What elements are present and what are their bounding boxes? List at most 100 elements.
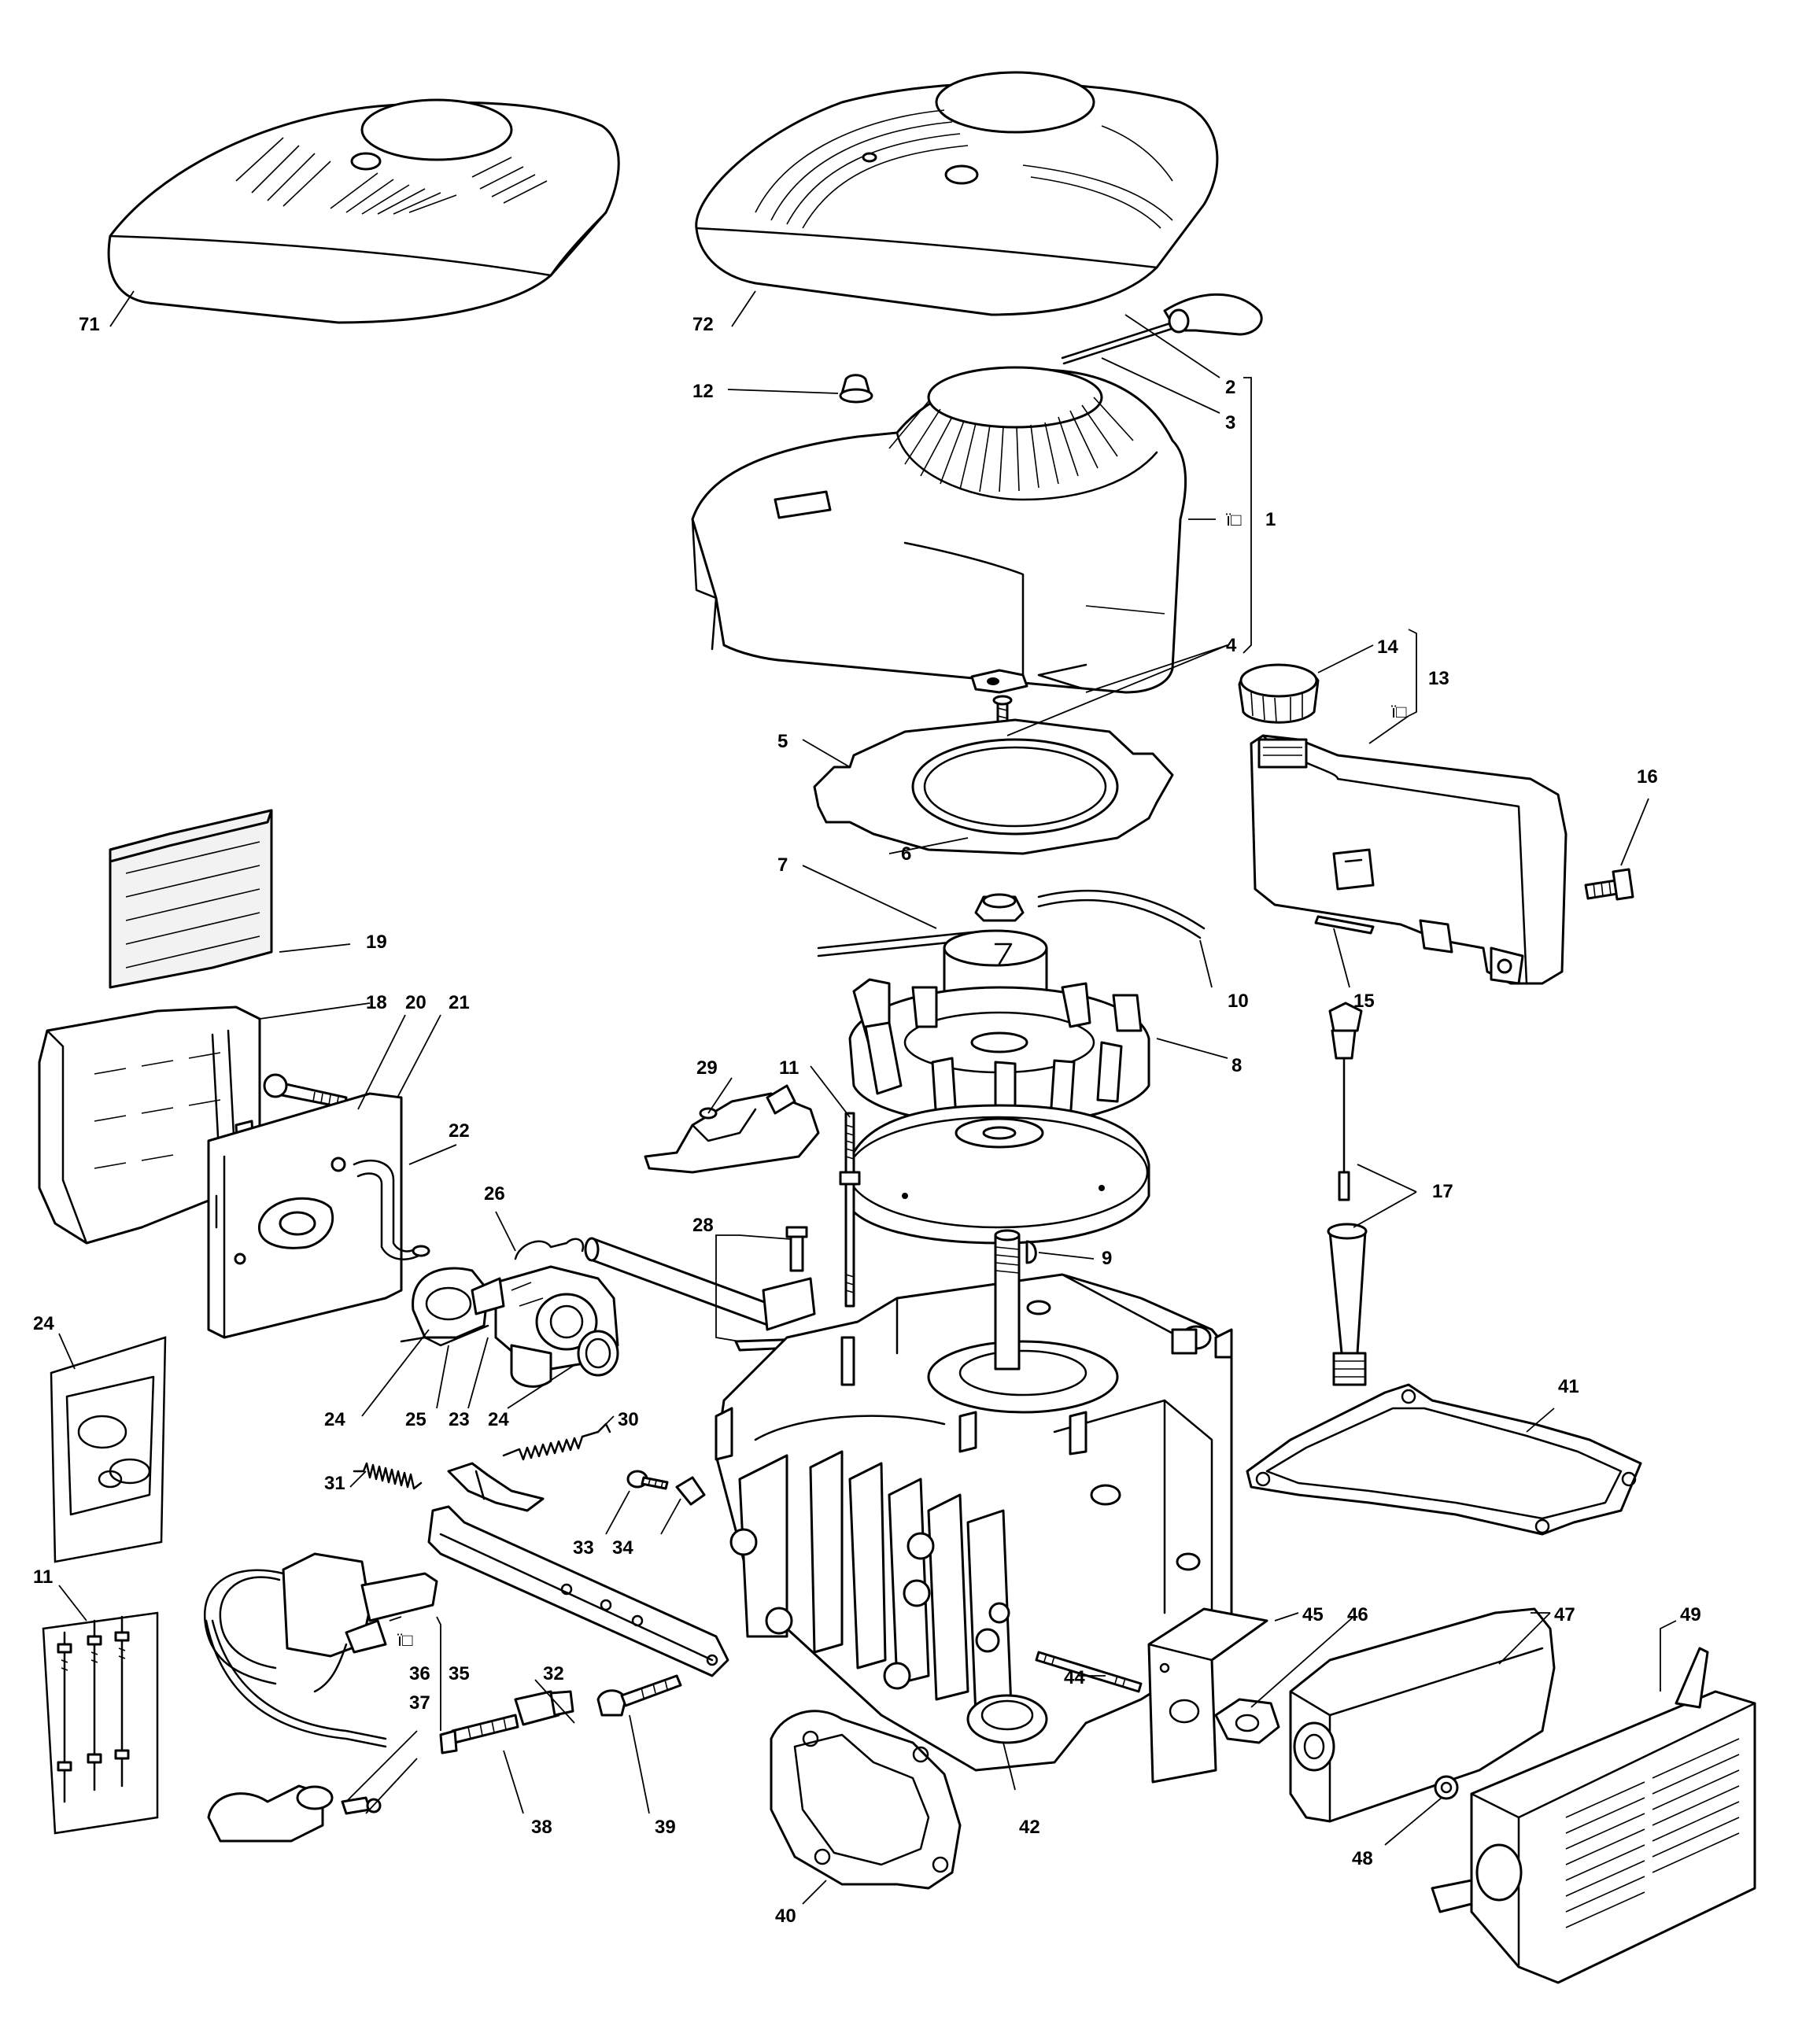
callout-21: 21 xyxy=(449,992,470,1013)
part-29-governor-bracket xyxy=(644,1084,820,1174)
part-11-stud-kit-bag xyxy=(42,1611,159,1835)
callout-25: 25 xyxy=(405,1409,426,1430)
callout-20: 20 xyxy=(405,992,426,1013)
bracket-mark-1: ï□ xyxy=(1226,510,1241,529)
part-1-starter-housing xyxy=(691,366,1187,694)
callout-46: 46 xyxy=(1347,1604,1368,1625)
part-24-intake-gasket xyxy=(412,1267,489,1339)
callout-7: 7 xyxy=(777,854,788,876)
callout-33: 33 xyxy=(573,1537,594,1559)
callout-16: 16 xyxy=(1637,766,1658,788)
part-42-oil-seal xyxy=(966,1694,1048,1744)
leader-lines xyxy=(58,290,1677,1905)
part-25-choke-rod xyxy=(400,1324,489,1347)
callout-5: 5 xyxy=(777,731,788,752)
callout-12: 12 xyxy=(692,381,714,402)
callout-6: 6 xyxy=(901,843,911,865)
callout-37: 37 xyxy=(409,1692,430,1714)
part-41-sump-gasket xyxy=(1246,1383,1642,1536)
part-9-flywheel-key xyxy=(1025,1240,1037,1264)
part-18-air-filter-cover xyxy=(38,1005,261,1245)
part-21-air-filter-base xyxy=(207,1092,403,1339)
callout-15: 15 xyxy=(1353,991,1375,1012)
callout-36: 36 xyxy=(409,1663,430,1684)
callout-24-gasket: 24 xyxy=(324,1409,345,1430)
callout-42: 42 xyxy=(1019,1817,1040,1838)
callout-38: 38 xyxy=(531,1817,552,1838)
callout-49: 49 xyxy=(1680,1604,1701,1625)
part-15-pin xyxy=(1314,915,1375,935)
callout-23: 23 xyxy=(449,1409,470,1430)
bracket-mark-35: ï□ xyxy=(397,1630,412,1650)
callout-9: 9 xyxy=(1102,1248,1112,1269)
part-33-screw xyxy=(626,1470,669,1490)
part-6-7-10-flywheel-assembly xyxy=(817,889,1206,1245)
callout-24-oring: 24 xyxy=(488,1409,509,1430)
part-34-clip xyxy=(675,1476,706,1506)
part-5-baffle-plate xyxy=(813,718,1174,855)
callout-31: 31 xyxy=(324,1473,345,1494)
callout-32: 32 xyxy=(543,1663,564,1684)
part-19-air-filter-element xyxy=(109,809,273,989)
part-30-governor-spring xyxy=(502,1422,611,1461)
part-11-stud xyxy=(839,1112,861,1308)
callout-17: 17 xyxy=(1432,1181,1453,1202)
callout-11: 11 xyxy=(779,1057,799,1079)
part-48-nut xyxy=(1434,1775,1459,1800)
callout-19: 19 xyxy=(366,932,387,953)
callout-2: 2 xyxy=(1225,377,1235,398)
bracket-marks: ï□ ï□ ï□ xyxy=(397,510,1406,1650)
part-24-gasket-kit-bag xyxy=(50,1336,167,1563)
callout-13: 13 xyxy=(1428,668,1449,689)
callout-41: 41 xyxy=(1558,1376,1579,1397)
callout-39: 39 xyxy=(655,1817,676,1838)
part-38-spark-plug xyxy=(439,1690,574,1754)
callout-11-bag: 11 xyxy=(33,1566,53,1588)
part-26-spring-link xyxy=(514,1238,585,1260)
part-47-muffler xyxy=(1289,1607,1556,1823)
callout-22: 22 xyxy=(449,1120,470,1142)
callout-10: 10 xyxy=(1228,991,1249,1012)
part-45-exhaust-bracket xyxy=(1147,1607,1268,1784)
part-12-nut xyxy=(839,374,873,404)
part-36-spark-plug-cap-lead xyxy=(205,1619,387,1843)
part-46-exhaust-gasket xyxy=(1214,1698,1280,1744)
part-40-head-gasket xyxy=(770,1710,962,1890)
callout-47: 47 xyxy=(1554,1604,1575,1625)
callout-45: 45 xyxy=(1302,1604,1324,1625)
part-14-fuel-cap xyxy=(1238,663,1320,724)
part-49-muffler-heat-shield xyxy=(1431,1647,1756,1984)
engine-block xyxy=(715,1229,1233,1772)
part-22-breather-tube xyxy=(353,1159,430,1260)
callout-40: 40 xyxy=(775,1906,796,1927)
callout-34: 34 xyxy=(612,1537,633,1559)
part-71-engine-cover xyxy=(107,98,620,324)
part-72-engine-cover-ribbed xyxy=(695,71,1219,316)
part-28-governor-linkage xyxy=(584,1226,816,1352)
callout-48: 48 xyxy=(1352,1848,1373,1869)
callout-labels: 71 72 2 3 12 1 4 13 14 5 16 6 7 10 15 19… xyxy=(33,314,1701,1927)
callout-4: 4 xyxy=(1226,635,1237,656)
callout-14: 14 xyxy=(1377,636,1398,658)
callout-18: 18 xyxy=(366,992,387,1013)
callout-26: 26 xyxy=(484,1183,505,1205)
part-31-spring xyxy=(353,1462,423,1490)
part-2-3-starter-handle-rope xyxy=(1061,293,1263,365)
callout-35: 35 xyxy=(449,1663,470,1684)
part-13-fuel-tank xyxy=(1250,734,1568,985)
callout-1: 1 xyxy=(1265,509,1276,530)
part-32-control-bracket xyxy=(427,1462,729,1677)
part-17-dipstick-and-tube xyxy=(1327,1002,1368,1386)
part-35-ignition-coil xyxy=(204,1552,438,1693)
part-24-o-ring xyxy=(577,1330,619,1377)
part-20-bolt xyxy=(263,1073,348,1109)
part-44-muffler-stud xyxy=(1035,1651,1143,1693)
callout-30: 30 xyxy=(618,1409,639,1430)
callout-44: 44 xyxy=(1064,1667,1085,1688)
callout-8: 8 xyxy=(1231,1055,1242,1076)
callout-24-bag: 24 xyxy=(33,1313,54,1334)
callout-71: 71 xyxy=(79,314,100,335)
part-16-bolt xyxy=(1584,868,1634,901)
callout-72: 72 xyxy=(692,314,714,335)
